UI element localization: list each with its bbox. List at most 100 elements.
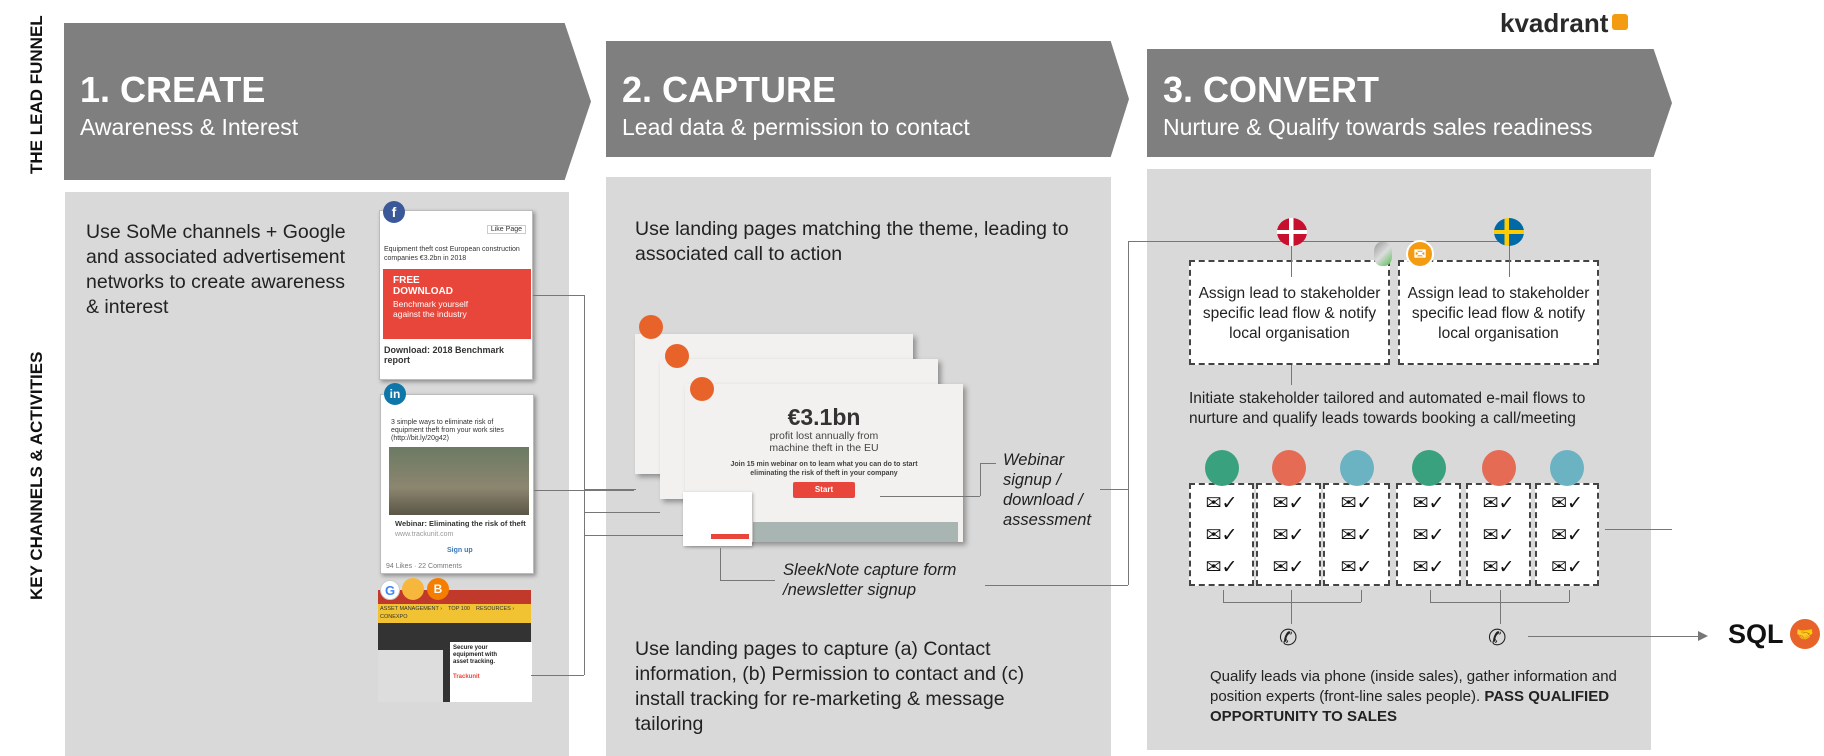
li-post-text: 3 simple ways to eliminate risk of equip… xyxy=(391,419,504,442)
email-check-icon: ✉✓ xyxy=(1340,557,1373,578)
email-flow-box: ✉✓ ✉✓ ✉✓ xyxy=(1256,483,1321,586)
logo-text: kvadrant xyxy=(1500,8,1609,38)
email-check-icon: ✉✓ xyxy=(1205,525,1238,546)
email-check-icon: ✉✓ xyxy=(1205,493,1238,514)
linkedin-icon: in xyxy=(384,383,406,405)
landing-page-icon xyxy=(639,315,663,339)
linkedin-ad-card: 3 simple ways to eliminate risk of equip… xyxy=(380,394,534,574)
phone-icon: ✆ xyxy=(1488,625,1507,650)
qualify-text-bold: PASS QUALIFIED OPPORTUNITY TO SALES xyxy=(1210,688,1610,725)
assign-text: Assign lead to stakeholder specific lead… xyxy=(1407,285,1590,342)
nav-item: CONEXPO xyxy=(380,614,408,620)
qualify-text-regular: Qualify leads via phone (inside sales), … xyxy=(1210,668,1617,705)
create-description: Use SoMe channels + Google and associate… xyxy=(86,221,346,318)
stakeholder-avatar-icon xyxy=(1481,450,1516,486)
email-flow-box: ✉✓ ✉✓ ✉✓ xyxy=(1189,483,1254,586)
capture-description-top: Use landing pages matching the theme, le… xyxy=(635,218,1069,265)
email-check-icon: ✉✓ xyxy=(1551,525,1583,546)
arrow-3 xyxy=(584,535,684,536)
sql-label: SQL xyxy=(1728,619,1784,649)
email-flow-box: ✉✓ ✉✓ ✉✓ xyxy=(1535,483,1599,586)
stage-title: 2. CAPTURE xyxy=(622,69,837,110)
email-flow-box: ✉✓ ✉✓ ✉✓ xyxy=(1323,483,1390,586)
landing-page-icon xyxy=(665,344,689,368)
stakeholder-avatar-icon xyxy=(1550,450,1584,486)
assign-text: Assign lead to stakeholder specific lead… xyxy=(1198,285,1381,342)
fb-ad-caption: Download: 2018 Benchmark report xyxy=(384,345,505,365)
sleeknote-label: SleekNote capture form /newsletter signu… xyxy=(783,561,957,599)
sleeknote-form-mock xyxy=(683,492,752,546)
fb-ad-image: FREE DOWNLOAD Benchmark yourself against… xyxy=(383,269,531,339)
stage-convert-header: 3. CONVERT Nurture & Qualify towards sal… xyxy=(1147,49,1672,157)
fb-ad-title: FREE DOWNLOAD xyxy=(393,275,453,297)
email-check-icon: ✉✓ xyxy=(1482,557,1515,578)
assign-box-sweden: Assign lead to stakeholder specific lead… xyxy=(1398,260,1599,365)
email-check-icon: ✉✓ xyxy=(1272,493,1305,514)
email-check-icon: ✉✓ xyxy=(1272,525,1305,546)
email-check-icon: ✉✓ xyxy=(1272,557,1305,578)
nav-item: ASSET MANAGEMENT › xyxy=(380,606,443,612)
email-check-icon: ✉✓ xyxy=(1551,493,1583,514)
email-check-icon: ✉✓ xyxy=(1412,525,1445,546)
email-check-icon: ✉✓ xyxy=(1340,525,1373,546)
denmark-flag-icon xyxy=(1277,218,1307,246)
email-flow-box: ✉✓✉✓✉✓ xyxy=(1396,483,1461,586)
landing-body: Join 15 min webinar on to learn what you… xyxy=(730,461,918,477)
arrow-2 xyxy=(584,512,660,513)
like-page-button: Like Page xyxy=(486,225,526,234)
to-sql-arrow xyxy=(1528,636,1703,637)
landing-headline: €3.1bn xyxy=(787,404,861,430)
qualify-text: Qualify leads via phone (inside sales), … xyxy=(1210,667,1630,727)
stage-title: 1. CREATE xyxy=(80,69,266,110)
ad-text: Secure your equipment with asset trackin… xyxy=(453,645,497,665)
google-icon: G xyxy=(380,580,400,600)
assign-box-denmark: Assign lead to stakeholder specific lead… xyxy=(1189,260,1390,365)
stage-title: 3. CONVERT xyxy=(1163,69,1380,110)
display-ad-screenshot: ASSET MANAGEMENT › TOP 100 RESOURCES › CONE… xyxy=(378,590,532,702)
email-check-icon: ✉✓ xyxy=(1551,557,1583,578)
landing-subheadline: profit lost annually from machine theft … xyxy=(769,430,879,454)
nav-item: RESOURCES › xyxy=(475,606,515,612)
fb-ad-subtitle: Benchmark yourself against the industry xyxy=(393,299,469,319)
fb-post-text: Equipment theft cost European constructi… xyxy=(384,246,520,262)
lead-funnel-label: THE LEAD FUNNEL xyxy=(27,15,46,174)
li-signup-button: Sign up xyxy=(447,547,473,554)
sweden-flag-icon xyxy=(1494,218,1524,246)
email-flow-box: ✉✓ ✉✓ ✉✓ xyxy=(1466,483,1531,586)
stage-subtitle: Nurture & Qualify towards sales readines… xyxy=(1163,114,1593,140)
nurture-text: Initiate stakeholder tailored and automa… xyxy=(1189,390,1586,427)
stage-create-header: 1. CREATE Awareness & Interest xyxy=(64,23,591,180)
ad-brand: Trackunit xyxy=(453,674,480,680)
landing-start-button[interactable]: Start xyxy=(792,482,856,498)
handshake-icon: 🤝 xyxy=(1790,619,1820,649)
landing-page-mock-front: €3.1bn profit lost annually from machine… xyxy=(685,384,963,542)
news-site-icon xyxy=(402,578,424,600)
automation-icon xyxy=(1374,242,1392,266)
stakeholder-avatar-icon xyxy=(1411,450,1446,486)
email-check-icon: ✉✓ xyxy=(1205,557,1238,578)
email-check-icon: ✉✓ xyxy=(1412,557,1445,578)
landing-page-icon xyxy=(690,377,714,401)
email-check-icon: ✉✓ xyxy=(1482,525,1515,546)
facebook-ad-card: Like Page Equipment theft cost European … xyxy=(379,210,533,380)
key-channels-label: KEY CHANNELS & ACTIVITIES xyxy=(27,351,46,600)
email-check-icon: ✉✓ xyxy=(1340,493,1373,514)
li-url: www.trackunit.com xyxy=(395,531,454,538)
phone-icon: ✆ xyxy=(1279,625,1298,650)
capture-to-convert-connector xyxy=(1128,241,1129,585)
logo-mark-icon xyxy=(1612,14,1629,30)
email-icon: ✉ xyxy=(1406,240,1434,268)
stakeholder-avatar-icon xyxy=(1204,450,1239,486)
stage-subtitle: Lead data & permission to contact xyxy=(622,114,970,140)
li-ad-image xyxy=(389,447,529,515)
li-caption: Webinar: Eliminating the risk of theft xyxy=(395,519,526,528)
nav-item: TOP 100 xyxy=(448,606,470,612)
stage-capture-header: 2. CAPTURE Lead data & permission to con… xyxy=(606,41,1129,157)
facebook-icon: f xyxy=(383,201,405,223)
li-stats: 94 Likes · 22 Comments xyxy=(386,563,462,570)
stakeholder-avatar-icon xyxy=(1271,450,1306,486)
arrow-head-icon xyxy=(1698,631,1708,641)
email-check-icon: ✉✓ xyxy=(1482,493,1515,514)
kvadrant-logo: kvadrant xyxy=(1500,8,1629,39)
webinar-label: Webinar signup / download / assessment xyxy=(1003,451,1092,529)
